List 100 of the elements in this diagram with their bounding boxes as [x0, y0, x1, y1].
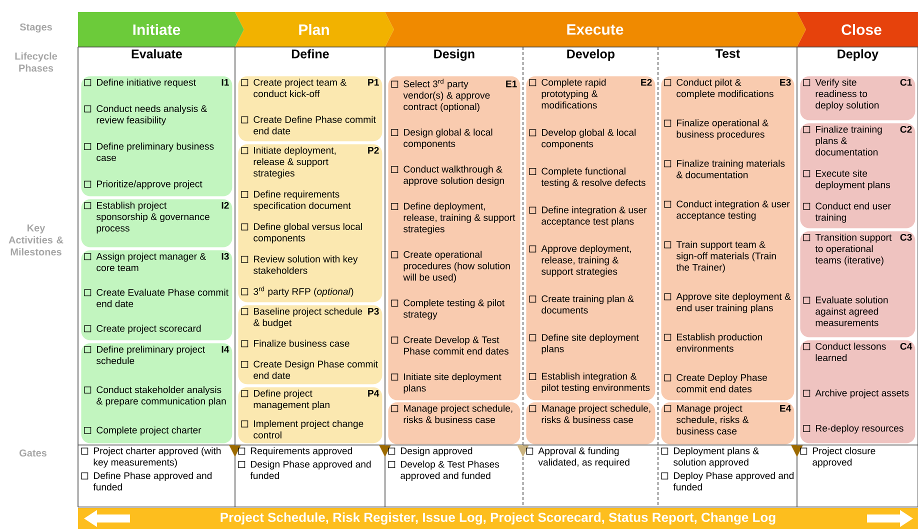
checklist-item: Deploy Phase approved and funded: [660, 472, 794, 490]
checklist-item: Approve site deployment & end user training plans: [664, 292, 791, 314]
checklist-item: Establish production environments: [664, 333, 762, 352]
checklist-item: Evaluate solution against agreed measurements: [802, 296, 888, 326]
checklist-item: Complete project charter: [84, 426, 202, 436]
phase-title: Design: [434, 49, 474, 61]
stage-banner: Execute: [385, 12, 806, 47]
checklist-item: Select 3$^{rd}$ party vendor(s) & approve contract (optional): [390, 78, 490, 112]
checklist-item: Verify site readiness to deploy solution: [802, 78, 879, 110]
checklist-item: Conduct end user training: [802, 202, 891, 223]
milestone-code: P2: [368, 146, 379, 154]
checklist-item: Develop global & local components: [528, 128, 636, 150]
checklist-item: Transition support to operational teams (iterative): [802, 234, 892, 266]
row-label: Gates: [20, 449, 46, 457]
milestone-box: [526, 76, 656, 400]
checklist-item: Develop & Test Phases approved and funded: [388, 460, 500, 481]
milestone-box: [238, 387, 382, 444]
checklist-item: Approval & funding validated, as required: [526, 447, 630, 468]
checklist-item: Define global versus local components: [240, 222, 362, 244]
milestone-box: [800, 340, 916, 444]
checklist-item: Conduct pilot & complete modifications: [664, 78, 774, 100]
milestone-code: C3: [900, 234, 912, 241]
milestone-code: E4: [780, 405, 792, 412]
checklist-item: Define integration & user acceptance test plans: [528, 206, 647, 227]
milestone-code: I1: [222, 79, 229, 86]
milestone-code: E1: [506, 80, 517, 88]
checklist-item: Establish integration & pilot testing environments: [528, 372, 650, 393]
stage-banner: Initiate: [78, 12, 244, 47]
phase-title: Deploy: [838, 49, 878, 61]
checklist-item: Define site deployment plans: [528, 334, 639, 354]
phase-title: Develop: [567, 49, 614, 61]
row-label: Lifecycle Phases: [15, 52, 58, 72]
checklist-item: Create Evaluate Phase commit end date: [84, 288, 228, 308]
checklist-item: Define requirements specification document: [240, 190, 351, 211]
checklist-item: Finalize operational & business procedures: [664, 119, 768, 140]
milestone-box: [388, 402, 520, 444]
phase-column: [234, 46, 391, 508]
checklist-item: Design Phase approved and funded: [238, 460, 371, 480]
checklist-item: Re-deploy resources: [802, 424, 904, 434]
phase-title: Define: [292, 49, 329, 58]
checklist-item: Train support team & sign-off materials (Train the Trainer): [664, 240, 776, 273]
arrow-band: Project Schedule, Risk Register, Issue Log, Project Scorecard, Status Report, Change Log: [78, 508, 918, 529]
milestone-box: [661, 76, 794, 400]
checklist-item: Create Develop & Test Phase commit end dates: [390, 336, 508, 355]
milestone-box: [81, 76, 232, 196]
checklist-item: Conduct walkthrough & approve solution design: [390, 166, 504, 186]
checklist-item: Define initiative request: [84, 78, 196, 88]
phase-column: [522, 46, 658, 508]
checklist-item: Define preliminary business case: [84, 142, 214, 162]
milestone-code: I4: [222, 346, 230, 353]
checklist-item: Design approved: [388, 447, 472, 456]
milestone-box: [238, 144, 382, 302]
phase-title: Evaluate: [132, 49, 182, 58]
checklist-item: Create project team & conduct kick-off: [240, 78, 346, 98]
milestone-code: P3: [368, 308, 379, 315]
checklist-item: Define Phase approved and funded: [80, 472, 212, 490]
stage-banner: Close: [797, 12, 918, 47]
checklist-item: Implement project change control: [240, 420, 364, 438]
checklist-item: Deployment plans & solution approved: [660, 447, 759, 468]
checklist-item: Create Design Phase commit end date: [240, 360, 378, 379]
checklist-item: Initiate deployment, release & support strategies: [240, 146, 336, 178]
milestone-code: I3: [222, 252, 229, 260]
checklist-item: Archive project assets: [802, 389, 909, 398]
phase-title: Test: [715, 49, 740, 58]
milestone-box: [388, 76, 520, 400]
checklist-item: Create project scorecard: [84, 324, 201, 334]
checklist-item: Conduct lessons learned: [802, 342, 886, 362]
checklist-item: Execute site deployment plans: [802, 170, 890, 190]
checklist-item: Establish project sponsorship & governance process: [84, 202, 210, 234]
checklist-item: Manage project schedule, risks & business case: [390, 404, 512, 424]
milestone-box: [800, 123, 916, 228]
checklist-item: Prioritize/approve project: [84, 180, 202, 190]
row-label: Key Activities & Milestones: [8, 224, 64, 256]
phase-column: [658, 46, 803, 508]
checklist-item: Conduct needs analysis & review feasibility: [84, 104, 208, 126]
checklist-item: Conduct integration & user acceptance testing: [664, 200, 790, 221]
checklist-item: Create training plan & documents: [528, 295, 634, 314]
milestone-code: E3: [780, 78, 791, 86]
checklist-item: Finalize training materials & documentation: [664, 160, 785, 178]
checklist-item: Finalize business case: [240, 340, 350, 348]
checklist-item: Initiate site deployment plans: [390, 373, 502, 394]
milestone-box: [800, 76, 916, 120]
checklist-item: Requirements approved: [238, 447, 352, 456]
milestone-box: [81, 199, 232, 248]
phase-column: [384, 46, 529, 508]
checklist-item: Define preliminary project schedule: [84, 346, 205, 364]
checklist-item: Manage project schedule, risks & business case: [528, 404, 650, 424]
milestone-box: [81, 250, 232, 340]
milestone-box: [800, 231, 916, 338]
checklist-item: 3$^{rd}$ party RFP (optional): [240, 286, 354, 297]
checklist-item: Complete rapid prototyping & modifications: [528, 78, 606, 109]
checklist-item: Baseline project schedule & budget: [240, 308, 362, 328]
checklist-item: Create Define Phase commit end date: [240, 116, 376, 134]
checklist-item: Review solution with key stakeholders: [240, 255, 358, 274]
checklist-item: Complete testing & pilot strategy: [390, 299, 504, 320]
milestone-code: I2: [222, 202, 229, 209]
checklist-item: Design global & local components: [390, 128, 492, 149]
checklist-item: Manage project schedule, risks & business case: [664, 404, 749, 435]
checklist-item: Complete functional testing & resolve defects: [528, 168, 646, 188]
checklist-item: Finalize training plans & documentation: [802, 126, 882, 156]
